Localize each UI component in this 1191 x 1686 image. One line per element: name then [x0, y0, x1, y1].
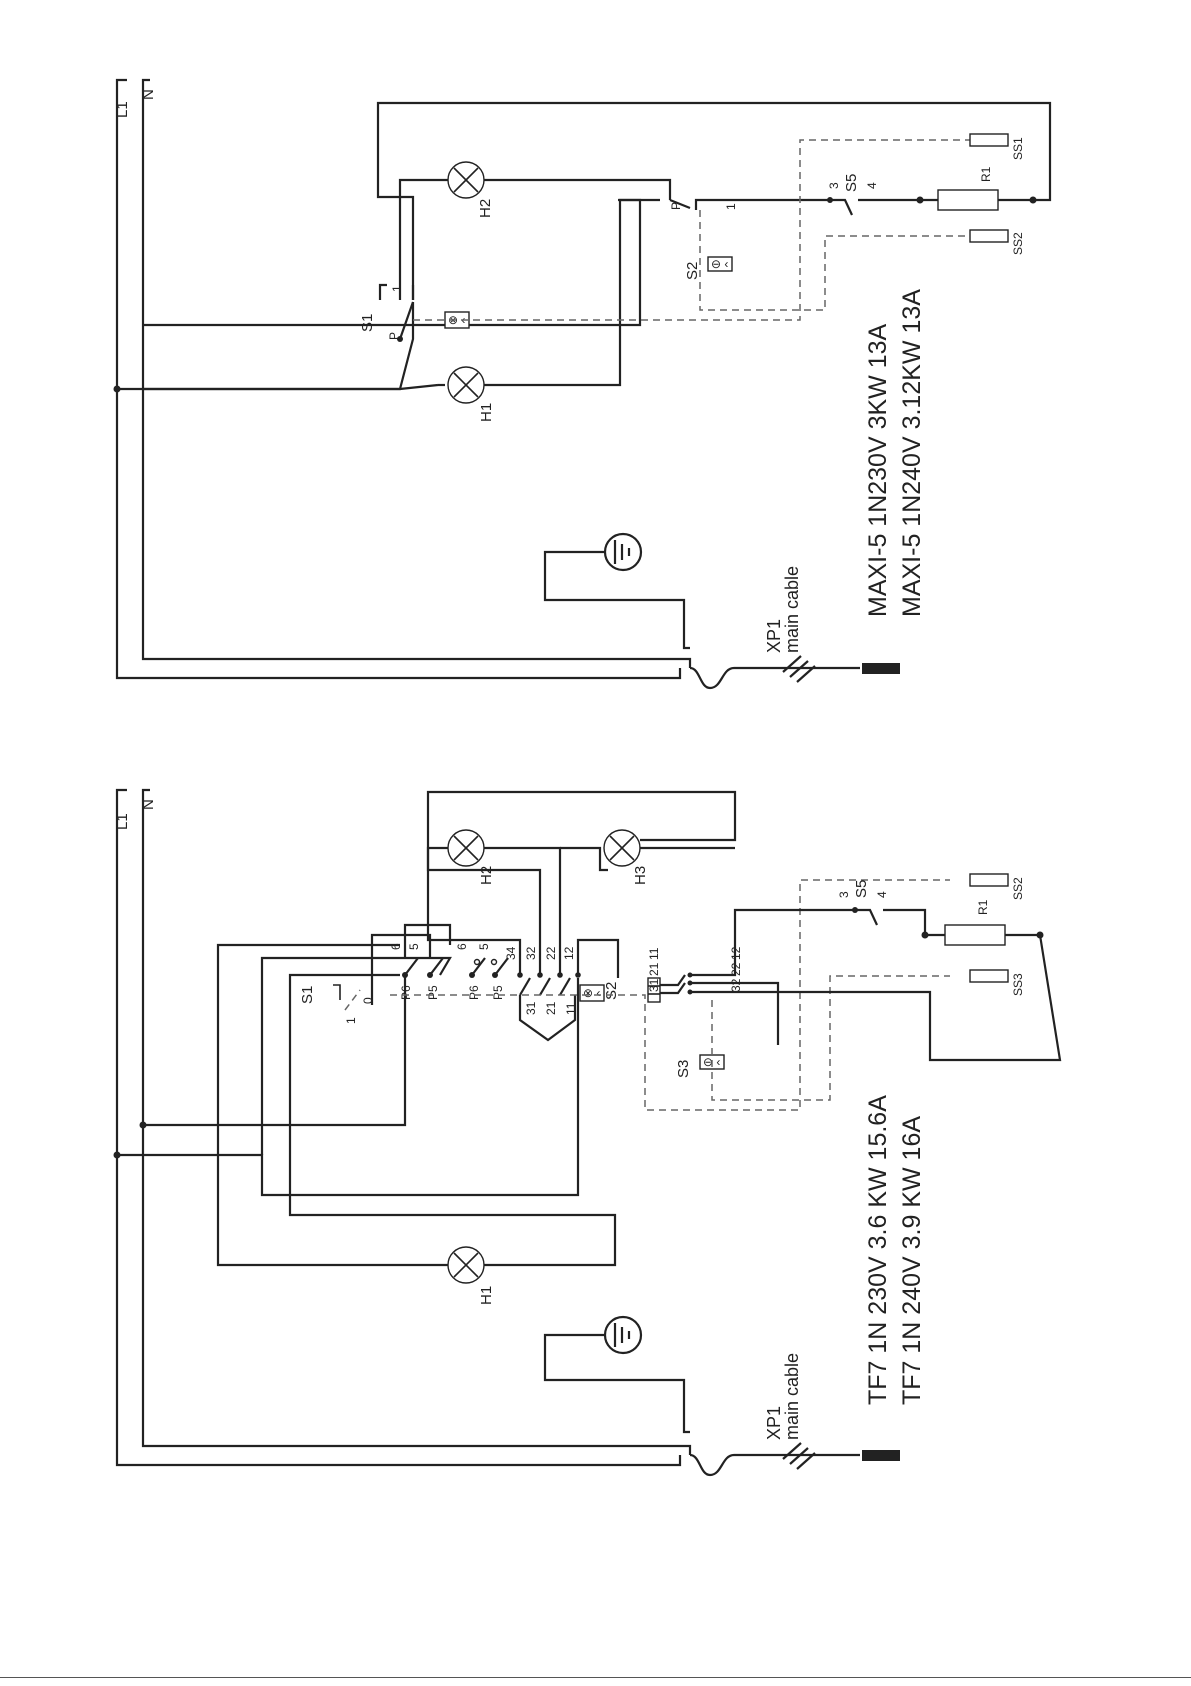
bottom-plug-icon	[862, 1450, 900, 1461]
top-s5-label: S5	[843, 174, 860, 192]
top-s5-pin-4: 4	[865, 182, 879, 189]
top-plug-cable	[690, 656, 900, 688]
top-s5-pin-3: 3	[827, 182, 841, 189]
bottom-contact-34: 34	[504, 946, 518, 960]
bottom-s1-p6a: P6	[399, 985, 413, 1000]
top-diagram: L1 N XP1 main cable MAXI-5 1N230V 3KW 13…	[114, 80, 1051, 688]
bottom-s5-pin-4: 4	[875, 891, 889, 898]
bottom-contact-22: 22	[544, 946, 558, 960]
bottom-l1-rail	[117, 790, 680, 1465]
top-n-rail	[143, 80, 690, 668]
top-sensor-ss2	[970, 230, 1008, 242]
bottom-s1-p6b: P6	[467, 985, 481, 1000]
bottom-resistor-r1	[945, 925, 1005, 945]
bottom-s3-label: S3	[675, 1060, 692, 1078]
top-h2-label: H2	[477, 199, 494, 218]
bottom-r1-label: R1	[976, 899, 990, 915]
bottom-contact-31: 31	[524, 1001, 538, 1015]
bottom-contact-11: 11	[564, 1002, 578, 1015]
bottom-diagram: L1 N XP1 main cable TF7 1N 230V 3.6 KW 1…	[114, 790, 1061, 1475]
top-ss1-label: SS1	[1011, 137, 1025, 160]
bottom-lamp-h2	[448, 830, 484, 866]
bottom-contact-21: 21	[544, 1001, 558, 1015]
top-sensor-ss1	[970, 134, 1008, 146]
bottom-s1-pin-1: 1	[344, 1017, 358, 1024]
bottom-s3-left-11: 11	[647, 947, 661, 960]
top-lamp-h1	[438, 200, 660, 403]
bottom-contact-12: 12	[562, 946, 576, 960]
bottom-s3-left-21: 21	[647, 962, 661, 976]
bottom-s1-c6a: 6	[389, 943, 403, 950]
top-r1-label: R1	[979, 166, 993, 182]
bottom-sensor-ss3	[970, 970, 1008, 982]
bottom-n-label: N	[140, 799, 157, 810]
bottom-sensor-ss2	[970, 874, 1008, 886]
top-model-line-2: MAXI-5 1N240V 3.12KW 13A	[898, 289, 926, 617]
bottom-s5-pin-3: 3	[837, 891, 851, 898]
top-xp1-label: XP1	[764, 619, 784, 653]
bottom-lamp-h3	[604, 830, 640, 866]
top-s2-pin-p: P	[669, 202, 683, 210]
bottom-s1-c5b: 5	[477, 943, 491, 950]
top-plug-icon	[862, 663, 900, 674]
bottom-s1-c5a: 5	[407, 943, 421, 950]
top-lamp-h2	[400, 162, 670, 300]
bottom-s5-label: S5	[853, 880, 870, 898]
bottom-s3-right-32: 32	[729, 978, 743, 992]
bottom-contact-32: 32	[524, 946, 538, 960]
bottom-s1-p5b: P5	[491, 985, 505, 1000]
bottom-h1-label: H1	[478, 1286, 495, 1305]
svg-text:⊖ ‹: ⊖ ‹	[711, 257, 728, 271]
bottom-plug-cable	[690, 1443, 900, 1475]
bottom-main-cable-label: main cable	[782, 1353, 802, 1440]
top-s1-label: S1	[359, 314, 376, 332]
top-s1-pin-p: P	[387, 332, 401, 340]
top-model-line-1: MAXI-5 1N230V 3KW 13A	[864, 323, 892, 617]
bottom-xp1-label: XP1	[764, 1406, 784, 1440]
bottom-l1-label: L1	[114, 813, 131, 830]
top-ss2-label: SS2	[1011, 232, 1025, 255]
top-s2-thermostat: ⊖ ‹	[708, 257, 732, 271]
bottom-s1-c6b: 6	[455, 943, 469, 950]
bottom-earth-ground	[545, 1317, 690, 1432]
top-l1-label: L1	[114, 101, 131, 118]
bottom-s3-left-31: 31	[647, 978, 661, 992]
top-earth-ground	[545, 534, 690, 648]
bottom-model-line-2: TF7 1N 240V 3.9 KW 16A	[898, 1116, 926, 1405]
bottom-ss2-label: SS2	[1011, 877, 1025, 900]
top-s2-pin-1: 1	[724, 203, 738, 210]
top-n-label: N	[140, 89, 157, 100]
bottom-h3-label: H3	[632, 866, 649, 885]
bottom-n-rail	[143, 790, 690, 1455]
bottom-s2-thermostat: ⊗ ‹	[580, 985, 604, 1001]
bottom-model-line-1: TF7 1N 230V 3.6 KW 15.6A	[864, 1095, 892, 1405]
top-main-cable-label: main cable	[782, 566, 802, 653]
bottom-s2-label: S2	[603, 982, 620, 1000]
bottom-s1-p5a: P5	[426, 985, 440, 1000]
svg-text:⊗ ‹: ⊗ ‹	[583, 986, 600, 1000]
top-s2-label: S2	[684, 262, 701, 280]
top-l1-rail	[117, 80, 680, 678]
bottom-ss3-label: SS3	[1011, 973, 1025, 996]
top-resistor-r1	[938, 190, 998, 210]
bottom-h2-label: H2	[478, 866, 495, 885]
top-s1-pin-1: 1	[390, 285, 404, 292]
bottom-lamp-h1	[448, 1247, 484, 1283]
top-h1-label: H1	[478, 403, 495, 422]
bottom-s1-label: S1	[299, 986, 316, 1004]
